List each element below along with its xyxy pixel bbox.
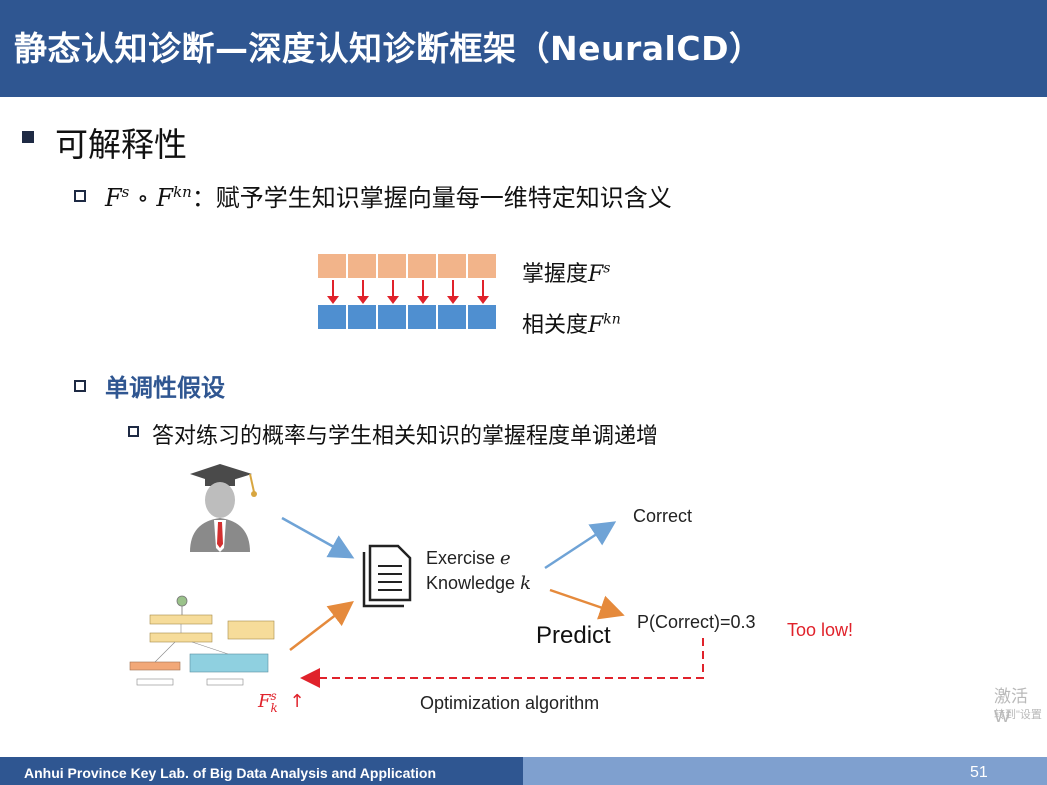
relevance-cell — [348, 305, 376, 329]
down-arrow-icon — [447, 280, 459, 304]
footer-bar-right — [523, 757, 1047, 785]
mastery-cell — [378, 254, 406, 278]
relevance-bar — [318, 305, 496, 329]
down-arrow-icon — [387, 280, 399, 304]
mastery-cell — [468, 254, 496, 278]
mastery-cell — [348, 254, 376, 278]
page-number: 51 — [970, 764, 988, 781]
to-probability-arrow — [549, 588, 625, 620]
watermark-line2: 转到"设置 — [994, 709, 1042, 721]
prediction-diagram — [129, 464, 704, 688]
exercise-label: Exercise e — [426, 548, 511, 569]
monotonicity-title: 单调性假设 — [105, 374, 225, 402]
point-text: ：赋予学生知识掌握向量每一维特定知识含义 — [191, 184, 672, 212]
relevance-cell — [318, 305, 346, 329]
bullet-hollow-square-icon — [128, 426, 139, 437]
model-to-exercise-arrow — [289, 600, 354, 651]
down-arrow-icon — [327, 280, 339, 304]
relevance-cell — [438, 305, 466, 329]
bullet-hollow-square-icon — [74, 190, 86, 202]
formula-fs-fkn: Fs ∘ Fkn — [105, 183, 192, 212]
to-correct-arrow — [544, 521, 617, 570]
bullet-square-icon — [22, 131, 34, 143]
probability-label: P(Correct)=0.3 — [637, 612, 756, 632]
relevance-label: 相关度Fkn — [522, 311, 621, 338]
relevance-cell — [378, 305, 406, 329]
slide-title: 静态认知诊断—深度认知诊断框架（NeuralCD） — [14, 29, 763, 68]
watermark-line1: 激活 W — [994, 687, 1028, 726]
document-icon — [362, 544, 412, 608]
interpretability-point: Fs ∘ Fkn：赋予学生知识掌握向量每一维特定知识含义 — [105, 178, 672, 213]
mastery-label: 掌握度Fs — [522, 260, 611, 287]
student-graduate-icon — [190, 464, 257, 552]
relevance-cell — [408, 305, 436, 329]
bullet-hollow-square-icon — [74, 380, 86, 392]
mastery-cell — [408, 254, 436, 278]
down-arrow-icon — [477, 280, 489, 304]
optimization-label: Optimization algorithm — [420, 693, 600, 713]
mastery-cell — [438, 254, 466, 278]
student-to-exercise-arrow — [281, 516, 355, 559]
feedback-dashed-arrow — [300, 638, 704, 688]
relevance-cell — [468, 305, 496, 329]
title-bar — [0, 0, 1047, 97]
footer-lab-name: Anhui Province Key Lab. of Big Data Anal… — [24, 765, 437, 781]
down-arrow-icon — [417, 280, 429, 304]
monotonicity-text: 答对练习的概率与学生相关知识的掌握程度单调递增 — [152, 424, 659, 449]
down-arrow-icon — [357, 280, 369, 304]
mastery-bar — [318, 254, 496, 278]
too-low-label: Too low! — [787, 620, 854, 640]
knowledge-label: Knowledge k — [426, 573, 532, 594]
footer-bar-left — [0, 757, 523, 785]
mastery-cell — [318, 254, 346, 278]
predict-label: Predict — [536, 622, 611, 649]
correct-label: Correct — [633, 506, 693, 526]
section-title: 可解释性 — [55, 125, 187, 164]
up-arrow-icon: ↑ — [289, 691, 305, 712]
neuralcd-model-thumbnail — [129, 595, 275, 686]
